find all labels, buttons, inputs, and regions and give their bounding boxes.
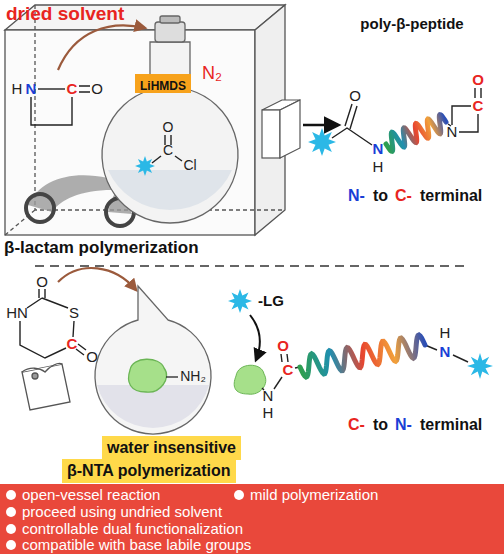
- bullet-text: proceed using undried solvent: [22, 504, 222, 520]
- antechamber: [262, 100, 300, 158]
- label: poly-β-peptide: [360, 16, 463, 33]
- label: to: [373, 187, 388, 205]
- label: dried solvent: [6, 4, 124, 25]
- bullet-text: open-vessel reaction: [22, 487, 160, 503]
- bond: [152, 135, 182, 163]
- box-text: β-NTA polymerization: [67, 461, 231, 480]
- functional-group-star: [308, 128, 336, 156]
- bullet-text: controllable dual functionalization: [22, 521, 243, 537]
- label: N: [26, 81, 37, 98]
- open-bag: [22, 363, 70, 410]
- box-text: LiHMDS: [140, 79, 186, 93]
- label: C: [67, 336, 78, 353]
- separator: [35, 265, 470, 267]
- label: H: [373, 159, 384, 176]
- label: C: [163, 143, 173, 158]
- label: C-: [395, 187, 412, 205]
- label: N: [263, 388, 274, 405]
- label: O: [36, 274, 48, 291]
- label: S: [69, 305, 79, 322]
- label: C: [283, 362, 294, 379]
- label: N-: [395, 416, 412, 434]
- reagent-box: LiHMDS: [135, 74, 191, 93]
- flask: [102, 16, 238, 223]
- label: to: [373, 416, 388, 434]
- label: -LG: [258, 293, 284, 310]
- bullet-text: compatible with base labile groups: [22, 537, 251, 553]
- label: β-lactam polymerization: [4, 239, 199, 258]
- feature-banner: open-vessel reaction mild polymerization p…: [0, 484, 504, 554]
- functional-group-star: [135, 156, 155, 176]
- functional-group-star: [228, 289, 252, 313]
- label: H: [440, 325, 451, 342]
- label: H: [12, 81, 23, 98]
- label: Cl: [183, 158, 196, 173]
- label: NH₂: [180, 369, 206, 384]
- bond: [332, 88, 481, 145]
- glovebox: [5, 5, 285, 235]
- label: O: [86, 349, 98, 366]
- reaction-arrow: [250, 315, 260, 360]
- label: terminal: [420, 187, 482, 205]
- functional-group-star: [467, 353, 493, 379]
- addition-arrow: [58, 25, 145, 70]
- highlight-box: water insensitive: [102, 436, 241, 460]
- label: C: [67, 81, 78, 98]
- label: N₂: [202, 64, 222, 84]
- label: O: [349, 88, 361, 105]
- label: O: [277, 338, 289, 355]
- label: terminal: [420, 416, 482, 434]
- highlight-box: β-NTA polymerization: [62, 459, 236, 483]
- box-text: water insensitive: [107, 438, 236, 457]
- addition-arrow: [58, 268, 136, 290]
- helix: [300, 335, 425, 377]
- label: C-: [348, 416, 365, 434]
- reaction-arrow: [303, 124, 338, 127]
- helix: [386, 115, 446, 152]
- bond: [31, 86, 90, 125]
- label: O: [163, 120, 174, 135]
- label: HN: [6, 305, 28, 322]
- label: N: [440, 344, 451, 361]
- label: N-: [348, 187, 365, 205]
- label: C: [473, 98, 484, 115]
- label: N: [447, 124, 458, 141]
- bullet-text: mild polymerization: [250, 487, 378, 503]
- protein-blob: [234, 365, 266, 394]
- label: N: [373, 141, 384, 158]
- label: O: [91, 81, 103, 98]
- flask: [95, 286, 211, 434]
- label: H: [263, 405, 274, 422]
- label: O: [472, 72, 484, 89]
- bond: [20, 289, 86, 358]
